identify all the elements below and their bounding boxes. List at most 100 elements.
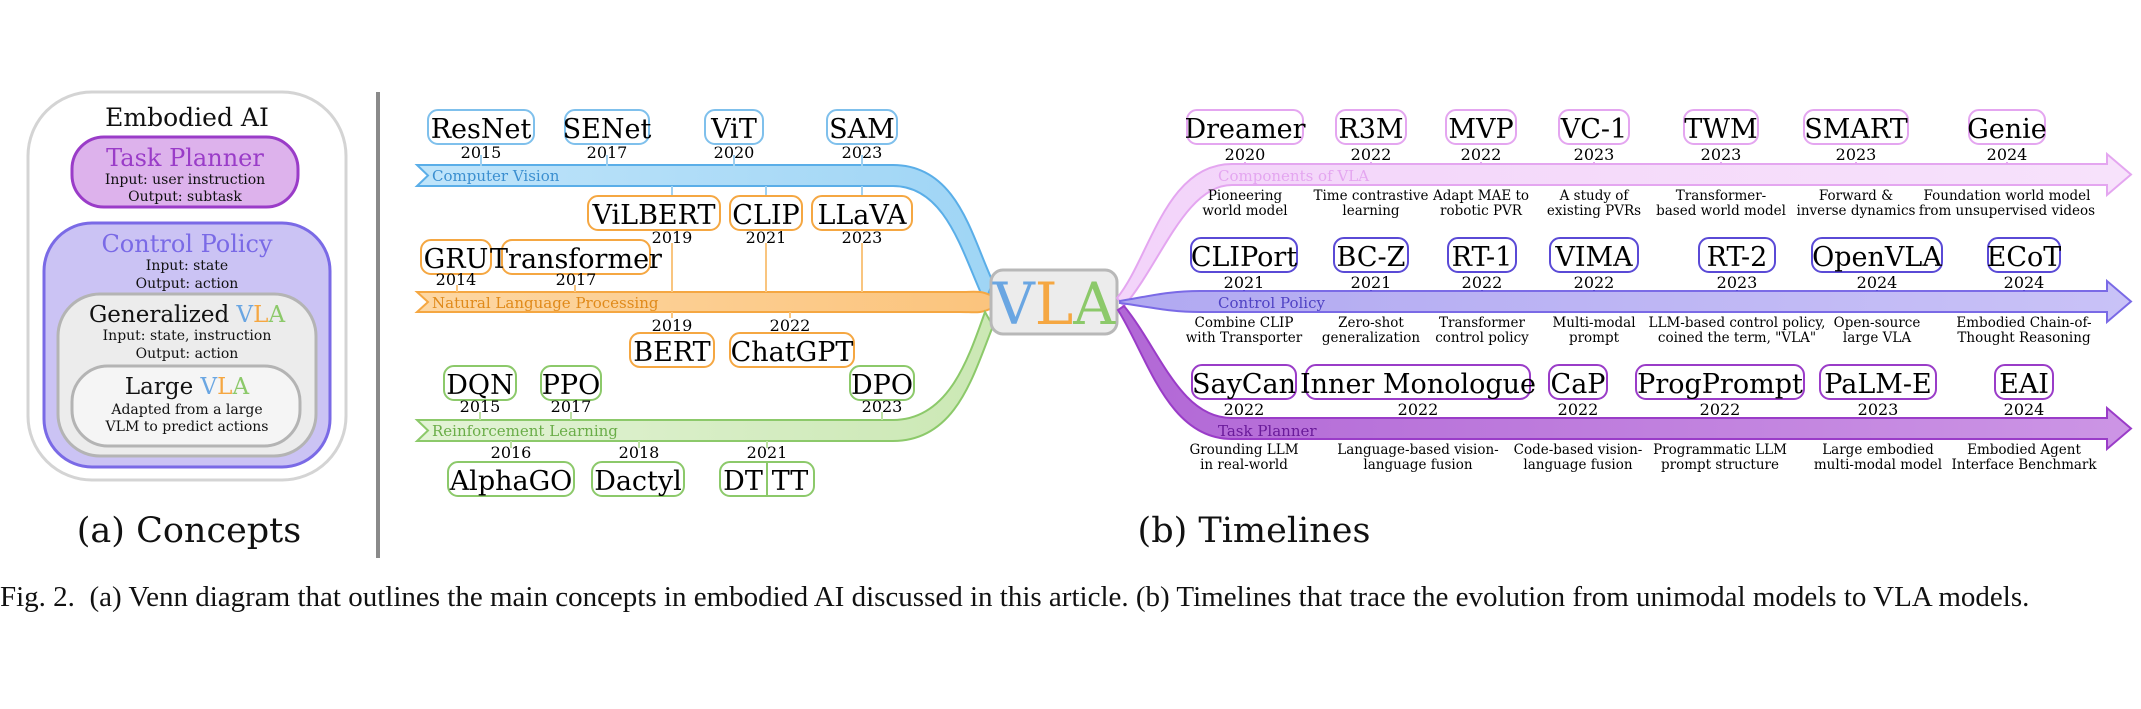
model-desc-line1: Grounding LLM [1189,442,1298,458]
task-planner-output: Output: subtask [128,189,242,205]
svg-text:Dactyl: Dactyl [594,466,682,497]
timelines-caption: (b) Timelines [1138,511,1371,551]
model-desc-line1: Time contrastive [1313,188,1428,204]
model-desc-line2: coined the term, "VLA" [1658,330,1816,346]
model-name: Inner Monologue [1300,369,1536,400]
chip-box [1335,109,1407,145]
svg-text:ChatGPT: ChatGPT [731,337,854,368]
chip-box [1994,364,2054,400]
right-lanes: Components of VLA Control Policy Task Pl… [1115,109,2133,551]
chip-box [1968,109,2046,145]
svg-text:2016: 2016 [491,443,532,462]
model-year: 2022 [1558,400,1599,419]
figure-caption-label: Fig. 2. [0,581,75,613]
model-year: 2021 [1224,273,1265,292]
control-lane-label: Control Policy [1218,294,1325,312]
model-desc-line1: Open-source [1834,315,1921,331]
model-year: 2022 [1461,145,1502,164]
model-name: SayCan [1192,369,1296,400]
chip-box [1190,237,1298,273]
model-desc-line2: existing PVRs [1547,203,1641,219]
svg-text:2023: 2023 [842,228,883,247]
chip-box [1186,109,1304,145]
model-desc-line2: language fusion [1523,457,1632,473]
model-desc-line2: prompt [1569,330,1620,346]
model-chip-senet: SENet 2017 [563,109,651,162]
model-chip-vit: ViT 2020 [704,109,764,162]
model-name: MVP [1448,114,1513,145]
figure-caption: Fig. 2. (a) Venn diagram that outlines t… [0,578,2130,616]
model-year: 2022 [1462,273,1503,292]
svg-text:AlphaGO: AlphaGO [449,466,573,497]
svg-text:PPO: PPO [542,370,600,401]
svg-text:2021: 2021 [746,228,787,247]
chip-box [1683,109,1759,145]
svg-text:2018: 2018 [619,443,660,462]
svg-text:2014: 2014 [436,270,477,289]
control-policy-input: Input: state [146,258,228,274]
model-desc-line2: generalization [1322,330,1420,346]
model-name: PaLM-E [1824,369,1931,400]
model-desc-line2: large VLA [1843,330,1911,346]
model-name: VC-1 [1560,114,1627,145]
model-name: Dreamer [1184,114,1305,145]
model-year: 2023 [1701,145,1742,164]
model-name: ProgPrompt [1637,369,1803,400]
generalized-vla-output: Output: action [136,346,239,362]
model-chip-sam: SAM 2023 [826,109,898,162]
model-name: CLIPort [1191,242,1297,273]
model-chip-dt-tt: 2021 DT TT [719,443,815,497]
model-chip-dqn: DQN 2015 [443,365,517,416]
model-desc-line2: learning [1342,203,1400,219]
svg-text:2023: 2023 [842,143,883,162]
components-lane-label: Components of VLA [1218,167,1369,185]
model-desc-line2: with Transporter [1186,330,1303,346]
planner-lane-label: Task Planner [1218,422,1317,440]
model-desc-line1: Transformer [1439,315,1525,331]
svg-text:GRU: GRU [424,244,489,275]
svg-text:2017: 2017 [551,397,592,416]
svg-text:2015: 2015 [461,143,502,162]
cv-lane-label: Computer Vision [432,167,560,185]
model-year: 2023 [1836,145,1877,164]
model-desc-line2: prompt structure [1661,457,1779,473]
model-chip-chatgpt: 2022 ChatGPT [729,316,855,368]
chip-box [1635,364,1805,400]
model-desc-line2: inverse dynamics [1797,203,1916,219]
model-desc-line2: from unsupervised videos [1919,203,2095,219]
model-desc-line1: Combine CLIP [1195,315,1294,331]
model-desc-line1: LLM-based control policy, [1649,315,1826,331]
svg-text:ViT: ViT [710,114,757,145]
control-policy-title: Control Policy [101,230,273,258]
model-desc-line2: in real-world [1200,457,1288,473]
model-desc-line1: Forward & [1819,188,1893,204]
model-desc-line2: Thought Reasoning [1957,330,2091,346]
concepts-panel: Embodied AI Task Planner Input: user ins… [26,90,348,551]
chip-box [1191,364,1297,400]
svg-text:CLIP: CLIP [732,200,799,231]
chip-box [1811,237,1943,273]
model-chip-resnet: ResNet 2015 [427,109,535,162]
svg-text:Transformer: Transformer [490,244,662,275]
figure-caption-text: (a) Venn diagram that outlines the main … [89,581,2030,613]
model-year: 2024 [1987,145,2028,164]
chip-box [1305,364,1531,400]
model-year: 2024 [2004,273,2045,292]
task-planner-input: Input: user instruction [105,172,265,188]
model-year: 2022 [1574,273,1615,292]
svg-text:LLaVA: LLaVA [817,200,907,231]
model-desc-line2: world model [1202,203,1287,219]
model-desc-line1: Multi-modal [1552,315,1635,331]
model-year: 2022 [1224,400,1265,419]
model-desc-line2: control policy [1435,330,1529,346]
chip-box [1447,237,1517,273]
svg-text:ViLBERT: ViLBERT [591,200,715,231]
model-name: BC-Z [1337,242,1406,273]
